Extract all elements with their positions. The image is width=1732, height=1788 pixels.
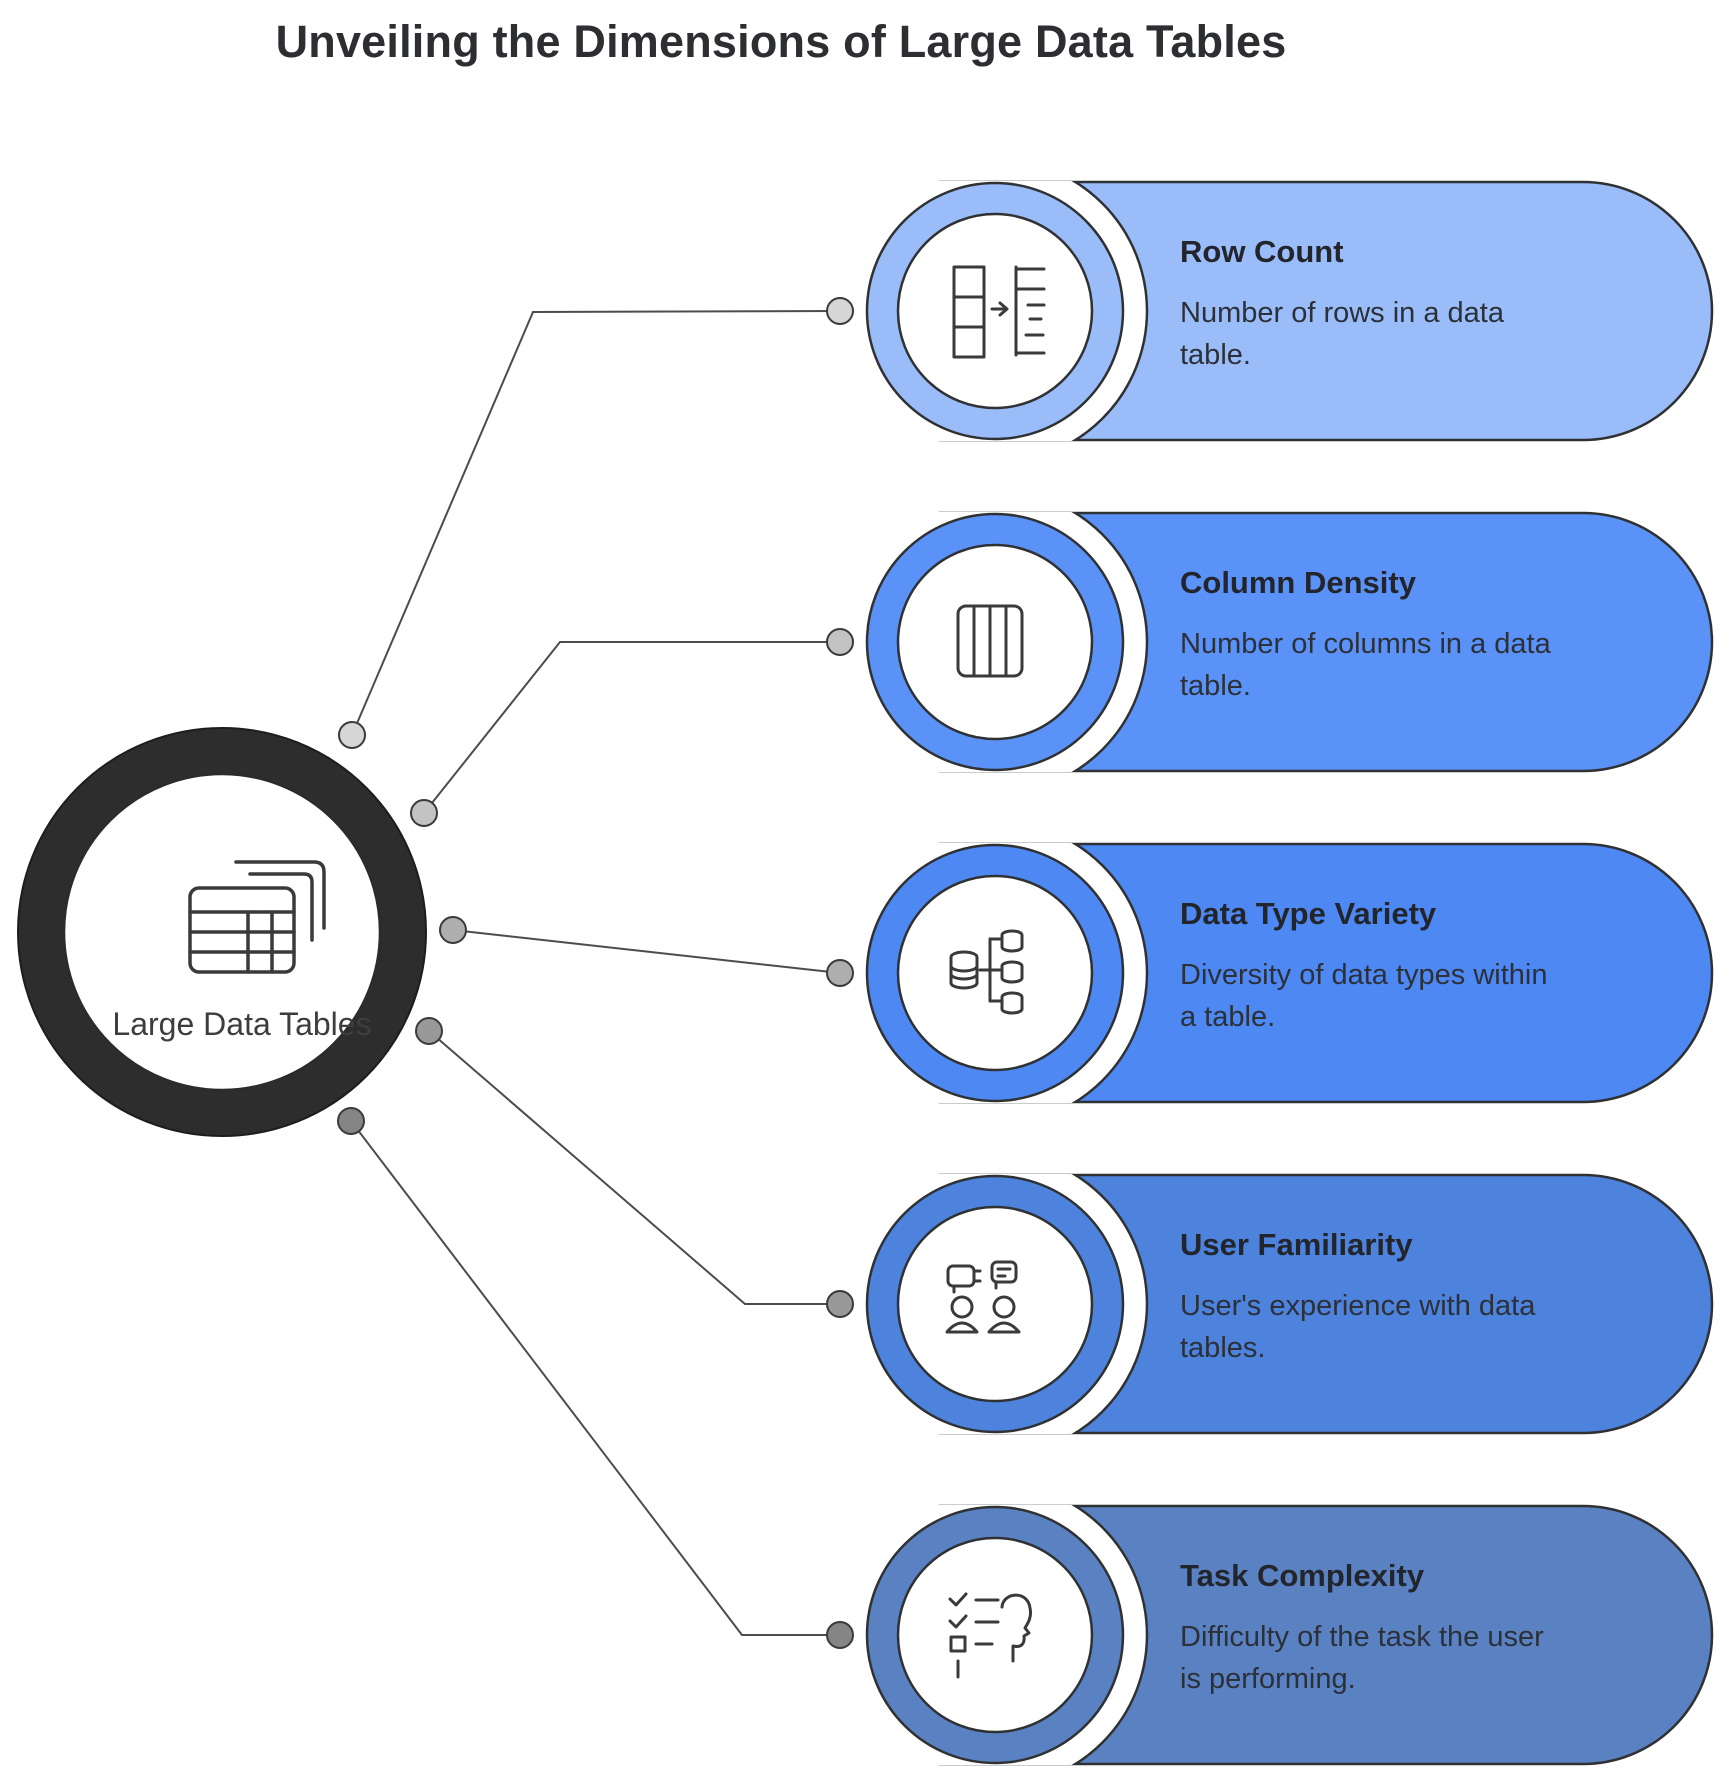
stacked-tables-icon <box>188 860 326 974</box>
data-types-icon <box>949 929 1024 1015</box>
connector-dot-hub <box>439 916 467 944</box>
dimension-item-data-type-variety <box>439 842 1714 1104</box>
table-columns-icon <box>956 604 1024 678</box>
badge-inner-circle <box>896 1536 1094 1734</box>
connector-line <box>452 929 841 974</box>
connector-line <box>428 1030 840 1305</box>
connector-dot-pill <box>826 959 854 987</box>
badge-inner-circle <box>896 874 1094 1072</box>
rows-transform-icon <box>952 265 1046 359</box>
pill-title: Data Type Variety <box>1180 896 1437 931</box>
task-checklist-icon <box>948 1592 1032 1679</box>
connector-dot-pill <box>826 628 854 656</box>
dimension-item-column-density <box>410 511 1714 827</box>
users-chat-icon <box>945 1260 1021 1334</box>
connector-dot-pill <box>826 1621 854 1649</box>
pill-title: Column Density <box>1180 565 1416 600</box>
pill-title: Row Count <box>1180 234 1344 269</box>
connector-dot-pill <box>826 1290 854 1318</box>
badge-inner-circle <box>896 543 1094 741</box>
connector-dot-hub <box>410 799 438 827</box>
pill-title: User Familiarity <box>1180 1227 1413 1262</box>
pill-description: Number of rows in a data table. <box>1180 297 1504 371</box>
hub-label: Large Data Tables <box>112 1006 372 1042</box>
pill-title: Task Complexity <box>1180 1558 1425 1593</box>
pill-description: User's experience with data tables. <box>1180 1290 1536 1364</box>
pill-description: Diversity of data types within a table. <box>1180 959 1548 1033</box>
pill-description: Difficulty of the task the user is perfo… <box>1180 1621 1544 1695</box>
dimension-item-task-complexity <box>337 1107 1714 1766</box>
connector-line <box>423 641 840 814</box>
dimension-item-user-familiarity <box>415 1017 1714 1435</box>
connector-dot-hub <box>415 1017 443 1045</box>
badge-inner-circle <box>896 212 1094 410</box>
connector-line <box>351 310 841 736</box>
dimension-item-row-count <box>338 180 1714 749</box>
page-title: Unveiling the Dimensions of Large Data T… <box>275 16 1287 67</box>
connector-line <box>350 1120 840 1636</box>
hub-node <box>17 727 427 1137</box>
connector-dot-hub <box>338 721 366 749</box>
connector-dot-pill <box>826 297 854 325</box>
pill-description: Number of columns in a data table. <box>1180 628 1551 702</box>
connector-dot-hub <box>337 1107 365 1135</box>
